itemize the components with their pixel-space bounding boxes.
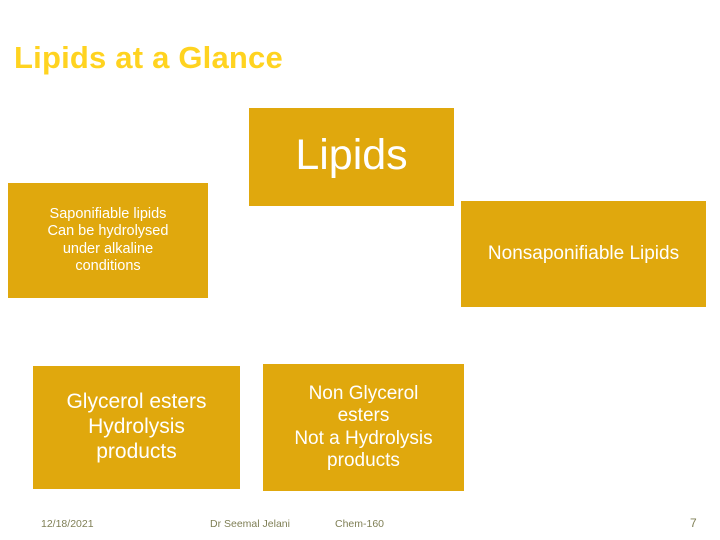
- box-glycerol-line-1: Glycerol esters: [66, 390, 207, 414]
- box-saponifiable-line-2: Can be hydrolysed: [47, 223, 169, 240]
- box-nonsaponifiable-lipids: Nonsaponifiable Lipids: [461, 201, 706, 307]
- box-nonsaponifiable-label: Nonsaponifiable Lipids: [487, 242, 680, 264]
- box-glycerol-text: Glycerol esters Hydrolysis products: [66, 390, 206, 464]
- box-nonglycerol-line-1: Non Glycerol: [308, 382, 419, 404]
- page-title: Lipids at a Glance: [14, 40, 283, 75]
- box-saponifiable-text: Saponifiable lipids Can be hydrolysed un…: [16, 206, 200, 274]
- box-nonglycerol-text: Non Glycerol esters Not a Hydrolysis pro…: [294, 383, 432, 473]
- box-saponifiable-line-3: under alkaline: [62, 240, 154, 257]
- footer-date: 12/18/2021: [41, 518, 94, 530]
- box-glycerol-line-3: products: [96, 439, 177, 463]
- box-glycerol-line-2: Hydrolysis: [88, 415, 185, 439]
- box-lipids: Lipids: [249, 108, 454, 206]
- footer-author: Dr Seemal Jelani: [210, 518, 290, 530]
- box-nonglycerol-line-3: Not a Hydrolysis: [294, 427, 433, 449]
- box-nonglycerol-line-4: products: [327, 449, 400, 471]
- box-non-glycerol-esters: Non Glycerol esters Not a Hydrolysis pro…: [263, 364, 464, 491]
- footer-course: Chem-160: [335, 518, 385, 530]
- box-nonglycerol-line-2: esters: [337, 405, 390, 427]
- box-saponifiable-line-4: conditions: [75, 257, 141, 274]
- box-saponifiable-line-1: Saponifiable lipids: [49, 206, 167, 223]
- footer-page-number: 7: [690, 516, 697, 530]
- box-glycerol-esters: Glycerol esters Hydrolysis products: [33, 366, 240, 489]
- box-lipids-label: Lipids: [295, 130, 408, 179]
- box-saponifiable-lipids: Saponifiable lipids Can be hydrolysed un…: [8, 183, 208, 298]
